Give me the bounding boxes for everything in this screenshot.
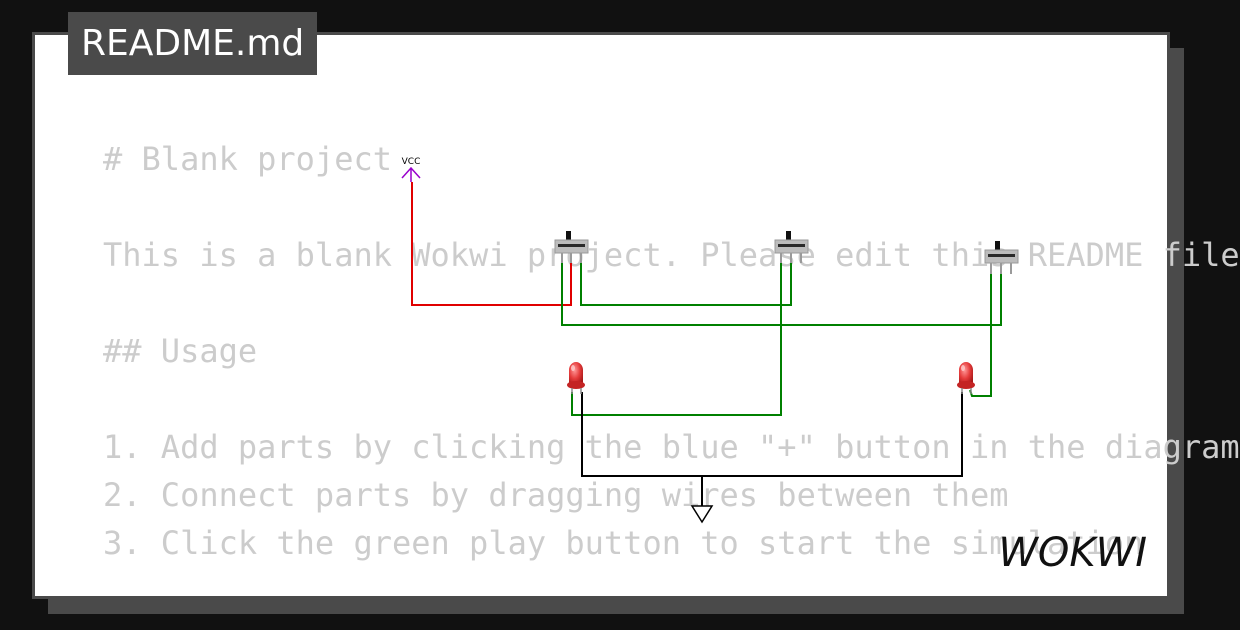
slide-switch-2[interactable] [774,231,809,263]
red-led-2[interactable] [957,362,975,394]
readme-card: # Blank project This is a blank Wokwi pr… [32,32,1240,599]
slide-switch-3[interactable] [984,241,1019,274]
wire-switch1-switch2[interactable] [580,262,792,306]
ground-wire[interactable] [581,392,963,506]
vcc-wire[interactable] [411,182,572,306]
readme-step-1: 1. Add parts by clicking the blue "+" bu… [103,428,1240,466]
ground-icon [690,505,714,524]
wokwi-logo: WOKWI [998,530,1147,576]
vcc-label: VCC [402,157,421,167]
readme-intro: This is a blank Wokwi project. Please ed… [103,236,1240,274]
red-led-1[interactable] [567,362,585,394]
wire-switch3-led2[interactable] [969,273,992,397]
vcc-symbol: VCC [401,157,421,182]
slide-switch-1[interactable] [554,231,589,263]
readme-content: # Blank project This is a blank Wokwi pr… [71,111,1240,591]
title-tab[interactable]: README.md [68,12,318,75]
readme-step-2: 2. Connect parts by dragging wires betwe… [103,476,1009,514]
circuit-diagram: VCC [401,157,1147,576]
readme-heading: # Blank project [103,140,392,178]
readme-step-3: 3. Click the green play button to start … [103,524,1144,562]
readme-usage-heading: ## Usage [103,332,258,370]
wire-switch2-led1[interactable] [571,262,782,416]
vcc-arrow-icon [401,166,421,182]
